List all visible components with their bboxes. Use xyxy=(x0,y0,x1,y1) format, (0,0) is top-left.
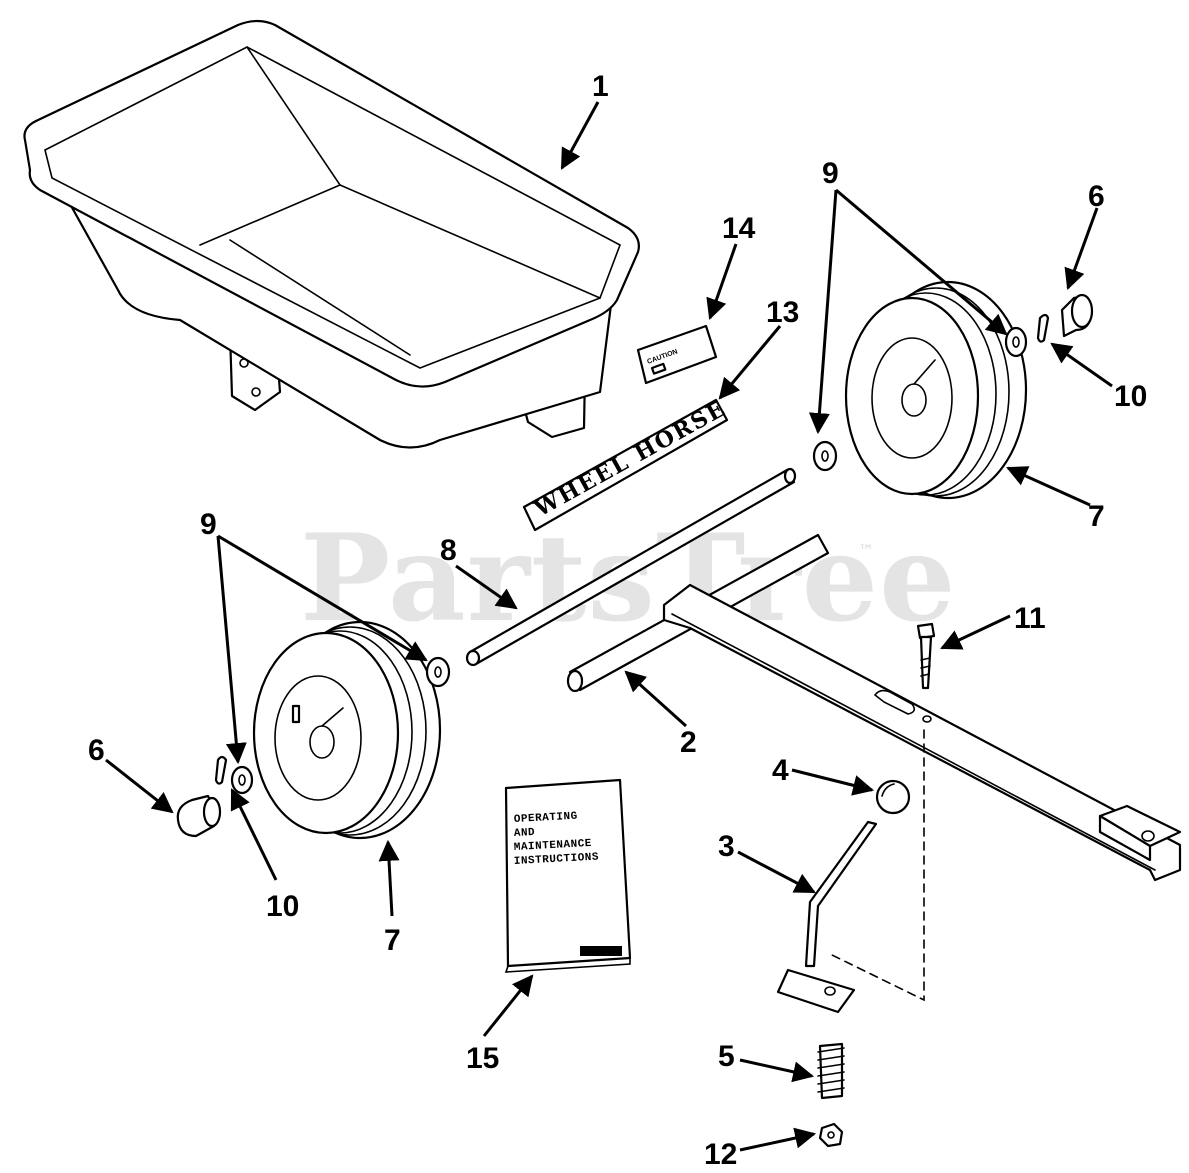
assembly-guide-line xyxy=(831,729,925,1002)
part-washer-left-inner xyxy=(425,656,451,688)
part-knob xyxy=(875,779,911,815)
callout-9-left: 9 xyxy=(200,508,217,541)
part-spring xyxy=(817,1042,845,1100)
leader-lines xyxy=(105,101,1113,1152)
part-jack-stand xyxy=(776,820,878,1014)
callout-2: 2 xyxy=(680,726,697,759)
part-cotter-pin-right xyxy=(1036,313,1050,343)
callout-15: 15 xyxy=(466,1042,499,1075)
callout-10-left: 10 xyxy=(266,890,299,923)
callout-10-right: 10 xyxy=(1114,380,1147,413)
part-wheel-left xyxy=(252,620,442,840)
callout-14: 14 xyxy=(722,212,756,245)
part-bolt xyxy=(916,622,936,690)
callout-labels: 1 14 13 9 6 10 7 8 9 11 2 4 3 6 10 7 15 … xyxy=(88,70,1147,1171)
callout-7-right: 7 xyxy=(1088,500,1105,533)
part-manual: OPERATING AND MAINTENANCE INSTRUCTIONS xyxy=(504,778,632,973)
part-cotter-pin-left xyxy=(214,755,228,785)
part-washer-right-outer xyxy=(1004,326,1028,358)
callout-11: 11 xyxy=(1014,602,1046,635)
callout-12: 12 xyxy=(704,1138,737,1171)
part-washer-left-outer xyxy=(230,765,254,795)
manual-line-1: OPERATING xyxy=(514,811,578,826)
callout-6-right: 6 xyxy=(1088,180,1105,213)
watermark-text: PartsTree xyxy=(300,508,956,649)
manual-line-4: INSTRUCTIONS xyxy=(514,852,600,868)
callout-7-left: 7 xyxy=(384,924,401,957)
part-hub-cap-left xyxy=(176,794,222,838)
callout-5: 5 xyxy=(718,1040,735,1073)
callout-13: 13 xyxy=(766,296,799,329)
part-wheel-right xyxy=(844,280,1028,500)
part-cart-bed xyxy=(23,19,640,449)
callout-8: 8 xyxy=(440,534,457,567)
part-hub-cap-right xyxy=(1060,293,1094,338)
manual-line-2: AND xyxy=(514,827,536,840)
part-washer-right-inner xyxy=(812,440,838,472)
part-nut xyxy=(818,1122,844,1148)
manual-line-3: MAINTENANCE xyxy=(514,838,593,854)
part-tongue xyxy=(566,533,1182,882)
part-axle xyxy=(465,467,797,667)
watermark-trademark: ™ xyxy=(858,541,874,560)
callout-4: 4 xyxy=(772,754,789,787)
callout-9-right: 9 xyxy=(822,157,839,190)
callout-1: 1 xyxy=(592,70,609,103)
callout-3: 3 xyxy=(718,830,735,863)
part-caution-label: CAUTION xyxy=(636,324,718,385)
callout-6-left: 6 xyxy=(88,734,105,767)
